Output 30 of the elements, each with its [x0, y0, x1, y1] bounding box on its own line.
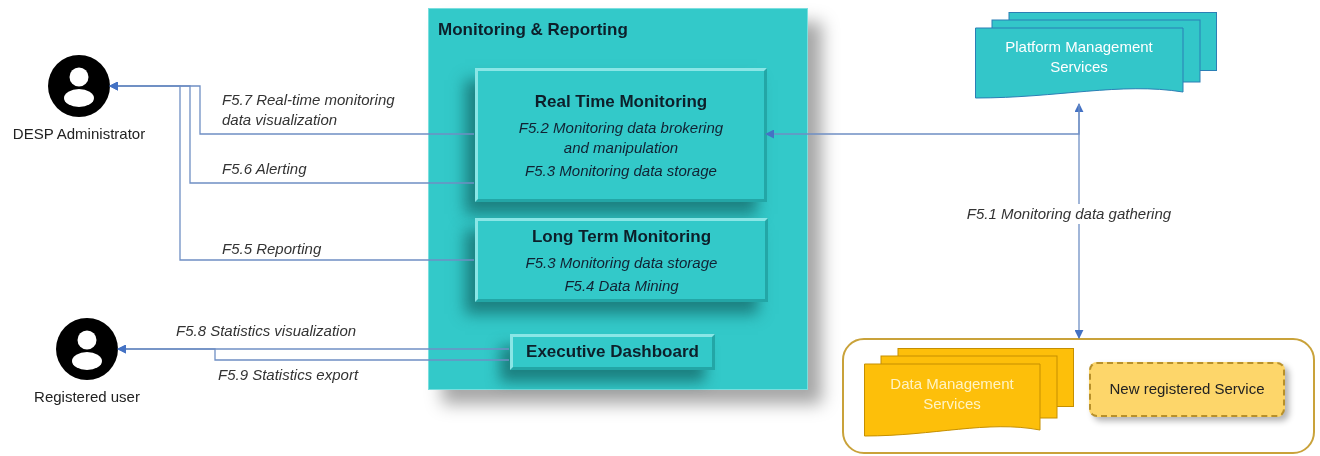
person-icon	[48, 55, 110, 117]
box-heading: Real Time Monitoring	[534, 91, 708, 114]
arrow	[117, 344, 510, 361]
box-heading: Executive Dashboard	[526, 341, 699, 364]
arrow	[1074, 103, 1084, 339]
edge-label: F5.8 Statistics visualization	[176, 321, 358, 341]
function-text: F5.3 Monitoring data storage	[525, 160, 717, 181]
person-caption: DESP Administrator	[12, 124, 146, 144]
edge-label: F5.6 Alerting	[222, 159, 308, 179]
service-label: New registered Service	[1109, 379, 1265, 400]
group-box	[842, 338, 1315, 454]
function-text: F5.4 Data Mining	[564, 275, 679, 296]
service-label: Data Management Services	[889, 374, 1015, 414]
function-box	[475, 218, 768, 302]
function-box	[510, 334, 715, 370]
function-text: F5.2 Monitoring data brokering and manipulation	[517, 117, 725, 158]
panel-title: Monitoring & Reporting	[438, 19, 628, 41]
person-icon	[56, 318, 118, 380]
arrow	[109, 81, 475, 261]
person-caption: Registered user	[34, 387, 140, 407]
box-heading: Long Term Monitoring	[531, 226, 712, 249]
function-text: F5.3 Monitoring data storage	[525, 252, 718, 273]
service-label: Platform Management Services	[1004, 37, 1154, 77]
edge-label: F5.5 Reporting	[222, 239, 323, 259]
dashed-service-box	[1089, 362, 1285, 417]
monitoring-panel	[428, 8, 808, 390]
function-box	[475, 68, 767, 202]
edge-label: F5.7 Real-time monitoring data visualization	[222, 90, 396, 130]
edge-label: F5.9 Statistics export	[218, 365, 360, 385]
arrow	[765, 103, 1080, 139]
